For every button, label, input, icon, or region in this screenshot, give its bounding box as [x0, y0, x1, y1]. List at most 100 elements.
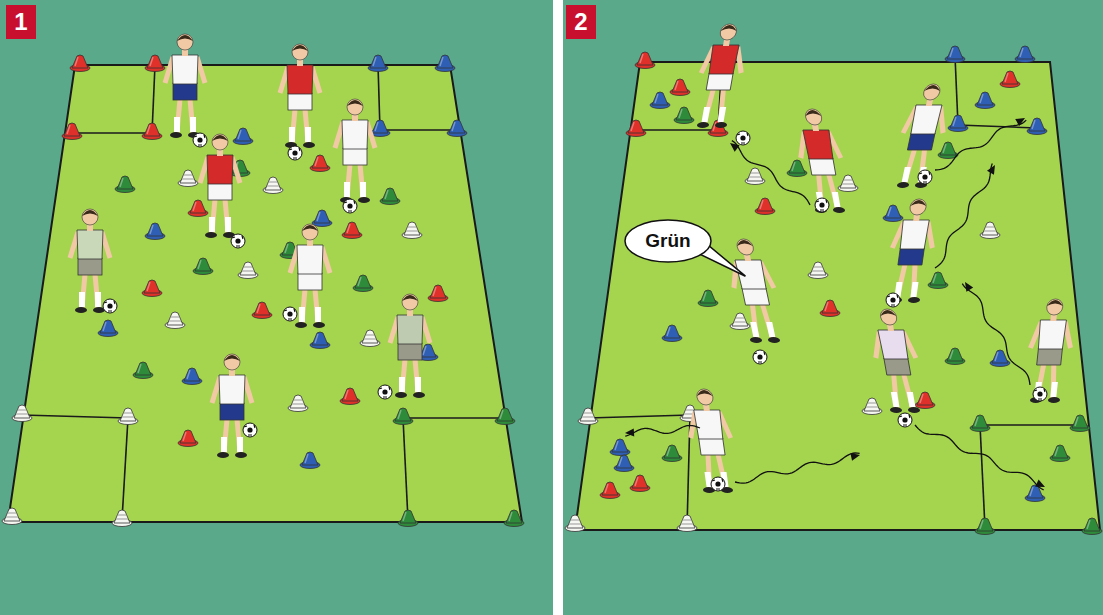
cone-marker [787, 160, 807, 177]
football [378, 385, 392, 399]
cone-marker [145, 55, 165, 72]
football [343, 199, 357, 213]
cone-marker [178, 430, 198, 447]
cone-marker [495, 408, 515, 425]
cone-marker [193, 258, 213, 275]
cone-marker [182, 368, 202, 385]
cone-marker [980, 222, 1000, 239]
zone-line [22, 415, 128, 418]
football [886, 293, 900, 307]
cone-marker [342, 222, 362, 239]
football [736, 131, 750, 145]
cone-marker [310, 332, 330, 349]
football [815, 198, 829, 212]
cone-marker [630, 475, 650, 492]
player-figure [390, 294, 430, 398]
cone-marker [368, 55, 388, 72]
cone-marker [98, 320, 118, 337]
cone-marker [112, 510, 132, 527]
football [918, 170, 932, 184]
panel-number: 1 [6, 5, 36, 39]
football [193, 133, 207, 147]
cone-marker [380, 188, 400, 205]
cone-marker [118, 408, 138, 425]
cone-marker [1027, 118, 1047, 135]
cone-marker [142, 280, 162, 297]
cone-marker [402, 222, 422, 239]
dribble-path [732, 141, 810, 205]
football [243, 423, 257, 437]
dribble-path [962, 284, 1030, 385]
cone-marker [178, 170, 198, 187]
zone-line [588, 415, 690, 418]
player-figure [891, 84, 953, 188]
player-figure [70, 209, 110, 313]
arrow-head [965, 282, 973, 292]
zone-line [958, 125, 1037, 128]
cone-marker [2, 508, 22, 525]
cone-marker [565, 515, 585, 532]
zone-line [403, 418, 408, 520]
cone-marker [1015, 46, 1035, 63]
cone-marker [435, 55, 455, 72]
cone-marker [312, 210, 332, 227]
football [753, 350, 767, 364]
panel-number-text: 1 [14, 10, 27, 34]
cone-marker [662, 325, 682, 342]
player-figure [867, 309, 925, 413]
zone-line [636, 129, 718, 131]
cone-marker [238, 262, 258, 279]
cone-marker [635, 52, 655, 69]
football [283, 307, 297, 321]
arrow-head [625, 428, 634, 436]
cone-marker [133, 362, 153, 379]
player-figure [792, 109, 850, 213]
cone-marker [428, 285, 448, 302]
cone-marker [674, 107, 694, 124]
player-figure [691, 24, 749, 128]
arrow-head [850, 453, 860, 461]
cone-marker [447, 120, 467, 137]
cone-marker [504, 510, 524, 527]
cone-marker [975, 518, 995, 535]
cone-marker [677, 515, 697, 532]
cone-marker [915, 392, 935, 409]
cone-marker [393, 408, 413, 425]
cone-marker [353, 275, 373, 292]
cone-marker [115, 176, 135, 193]
player-figure [335, 99, 375, 203]
cone-marker [70, 55, 90, 72]
zone-line [72, 132, 152, 134]
panel-ground [0, 0, 553, 615]
player-figure [1025, 299, 1076, 403]
cone-marker [883, 205, 903, 222]
dribble-path [735, 453, 860, 483]
cone-marker [1082, 518, 1102, 535]
panel-ground [563, 0, 1103, 615]
zone-line [403, 417, 505, 419]
dribble-path [915, 425, 1044, 490]
cone-marker [948, 115, 968, 132]
cone-marker [730, 313, 750, 330]
cone-marker [578, 408, 598, 425]
cone-marker [145, 223, 165, 240]
arrow-head [987, 165, 995, 175]
football [231, 234, 245, 248]
football [288, 146, 302, 160]
cone-marker [662, 445, 682, 462]
speech-bubble: Grün [624, 219, 712, 263]
bubble-join [693, 243, 706, 250]
cone-marker [252, 302, 272, 319]
arrow-head [730, 143, 740, 152]
football [898, 413, 912, 427]
football [1033, 387, 1047, 401]
dribble-path [935, 163, 992, 268]
cone-marker [1025, 485, 1045, 502]
zone-line [122, 418, 128, 520]
cone-marker [928, 272, 948, 289]
cone-marker [600, 482, 620, 499]
player-figure [724, 239, 786, 343]
cone-marker [188, 200, 208, 217]
zone-line [980, 424, 1080, 426]
